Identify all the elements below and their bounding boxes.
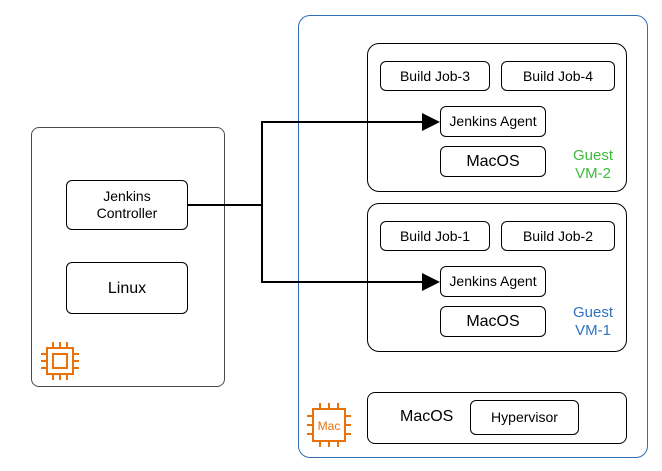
guest-vm-2-label: Guest VM-2 bbox=[572, 147, 614, 182]
build-job-3-node: Build Job-3 bbox=[380, 61, 490, 91]
arrow-to-agent-vm1 bbox=[261, 205, 440, 291]
jenkins-agent-vm2-node: Jenkins Agent bbox=[440, 106, 546, 137]
mac-chip-icon: Mac bbox=[307, 403, 351, 447]
jenkins-agent-vm1-node: Jenkins Agent bbox=[440, 266, 546, 297]
jenkins-controller-node: Jenkins Controller bbox=[66, 180, 188, 230]
build-job-4-node: Build Job-4 bbox=[501, 61, 615, 91]
linux-host-box bbox=[31, 127, 225, 387]
linux-os-node: Linux bbox=[66, 262, 188, 314]
macos-host-label: MacOS bbox=[400, 408, 454, 425]
macos-vm1-node: MacOS bbox=[440, 306, 546, 337]
mac-chip-text: Mac bbox=[318, 419, 341, 433]
build-job-2-node: Build Job-2 bbox=[501, 221, 615, 251]
hypervisor-node: Hypervisor bbox=[470, 400, 579, 435]
build-job-1-node: Build Job-1 bbox=[380, 221, 490, 251]
arrow-to-agent-vm2 bbox=[261, 113, 440, 205]
guest-vm-1-label: Guest VM-1 bbox=[572, 304, 614, 339]
ec2-chip-icon bbox=[41, 342, 79, 380]
macos-vm2-node: MacOS bbox=[440, 146, 546, 177]
